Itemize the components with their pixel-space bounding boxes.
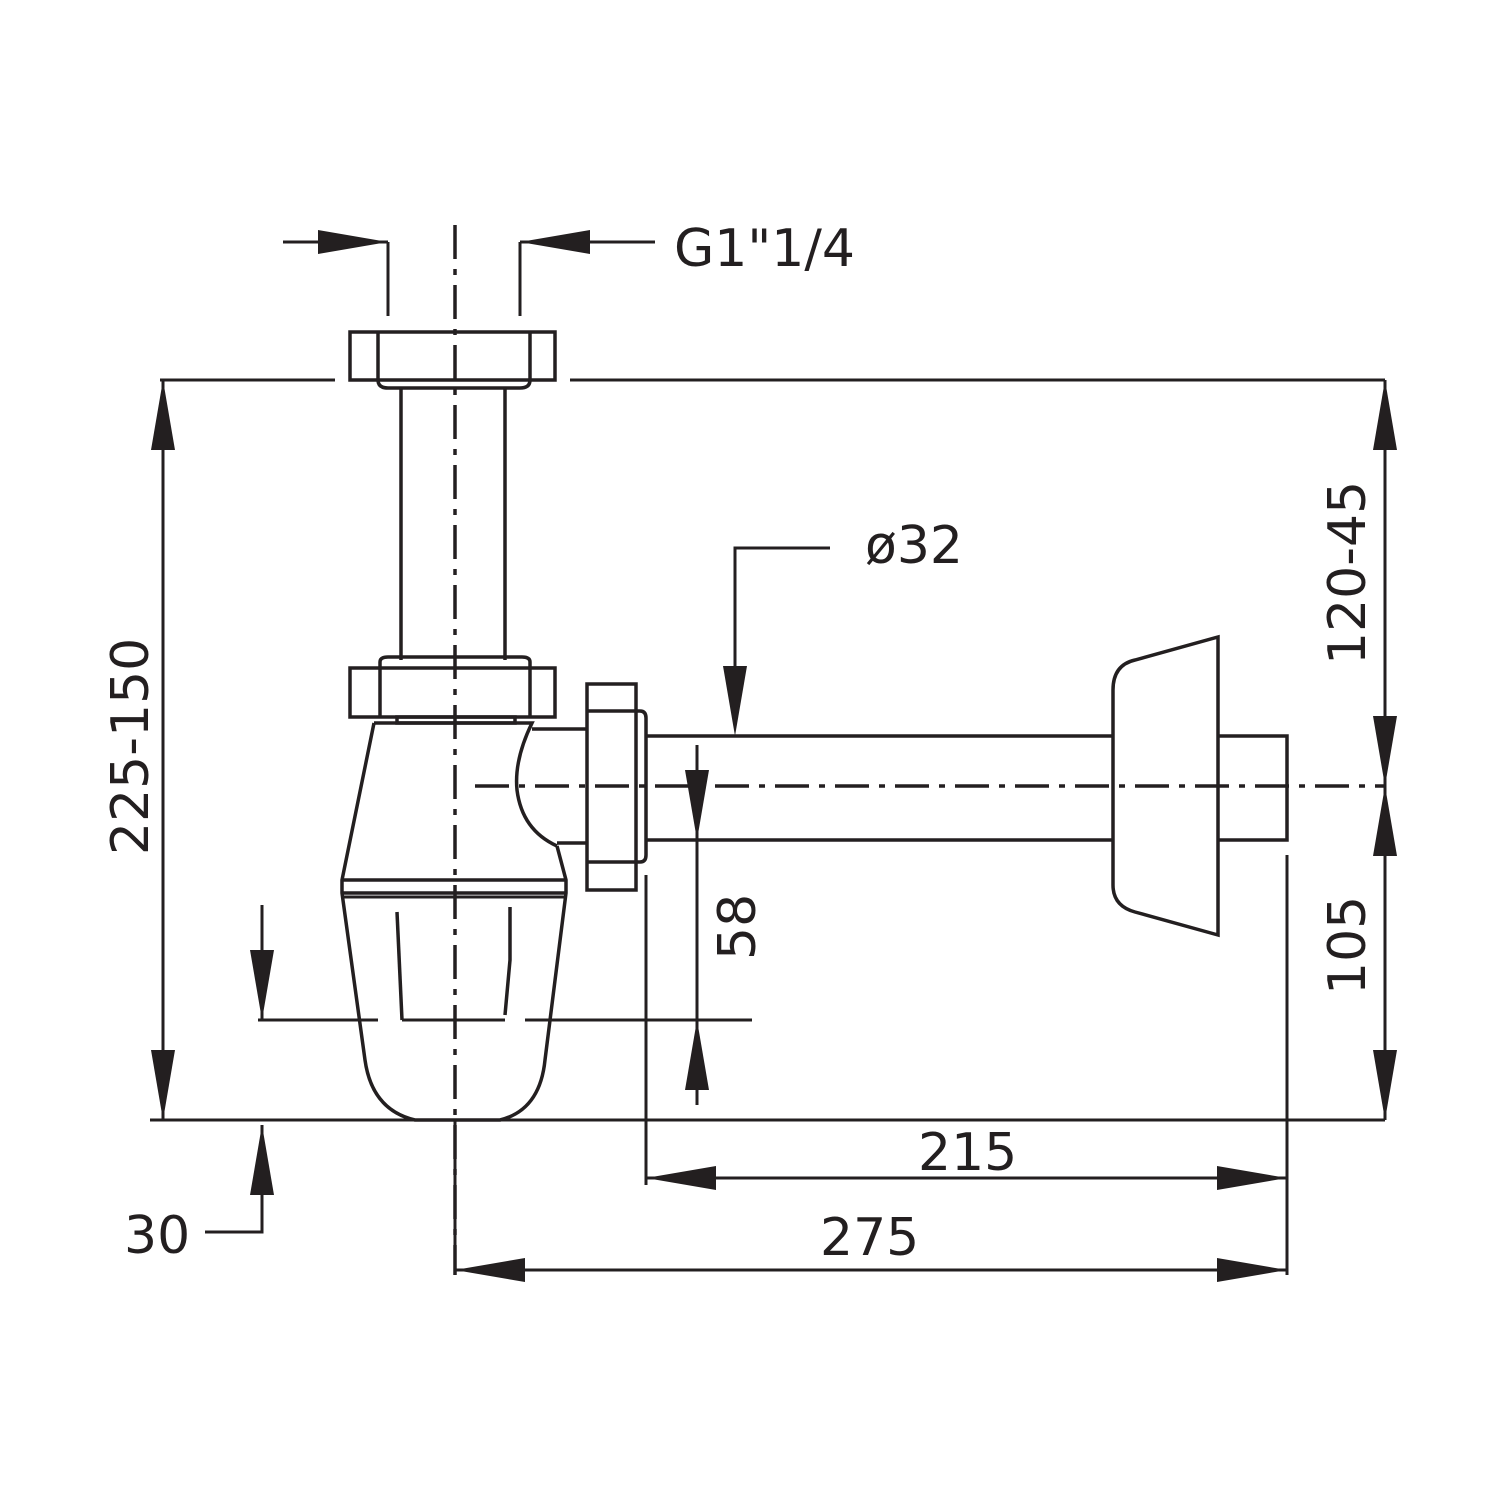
outlet-offset-label: 58 [708, 894, 768, 960]
upper-height-label: 120-45 [1318, 481, 1378, 665]
outlet-height-label: 105 [1318, 896, 1378, 995]
diameter-label: ø32 [865, 516, 963, 576]
lower-nut [348, 655, 557, 725]
overall-length-dimension: 275 [455, 1208, 1287, 1282]
pipe-length-label: 215 [918, 1123, 1017, 1183]
tailpiece-pipe [399, 388, 507, 660]
top-nut [348, 330, 557, 390]
overall-length-label: 275 [820, 1208, 919, 1268]
diameter-leader: ø32 [723, 516, 963, 736]
overall-height-label: 225-150 [101, 638, 161, 855]
wall-escutcheon [1111, 634, 1220, 938]
extension-lines [150, 378, 1385, 1275]
pipe-length-dimension: 215 [646, 1123, 1287, 1190]
horizontal-pipe [646, 734, 1289, 842]
right-height-dimensions: 120-45 105 [1318, 380, 1397, 1120]
outlet-offset-dimension: 58 [685, 745, 768, 1105]
thread-label: G1"1/4 [674, 219, 855, 279]
bottom-clearance-label: 30 [124, 1206, 190, 1266]
bottom-clearance-dimension: 30 [124, 905, 274, 1266]
outlet-nut [585, 682, 648, 892]
thread-dimension: G1"1/4 [283, 219, 855, 316]
outlet-stub [532, 727, 587, 845]
overall-height-dimension: 225-150 [101, 380, 175, 1120]
